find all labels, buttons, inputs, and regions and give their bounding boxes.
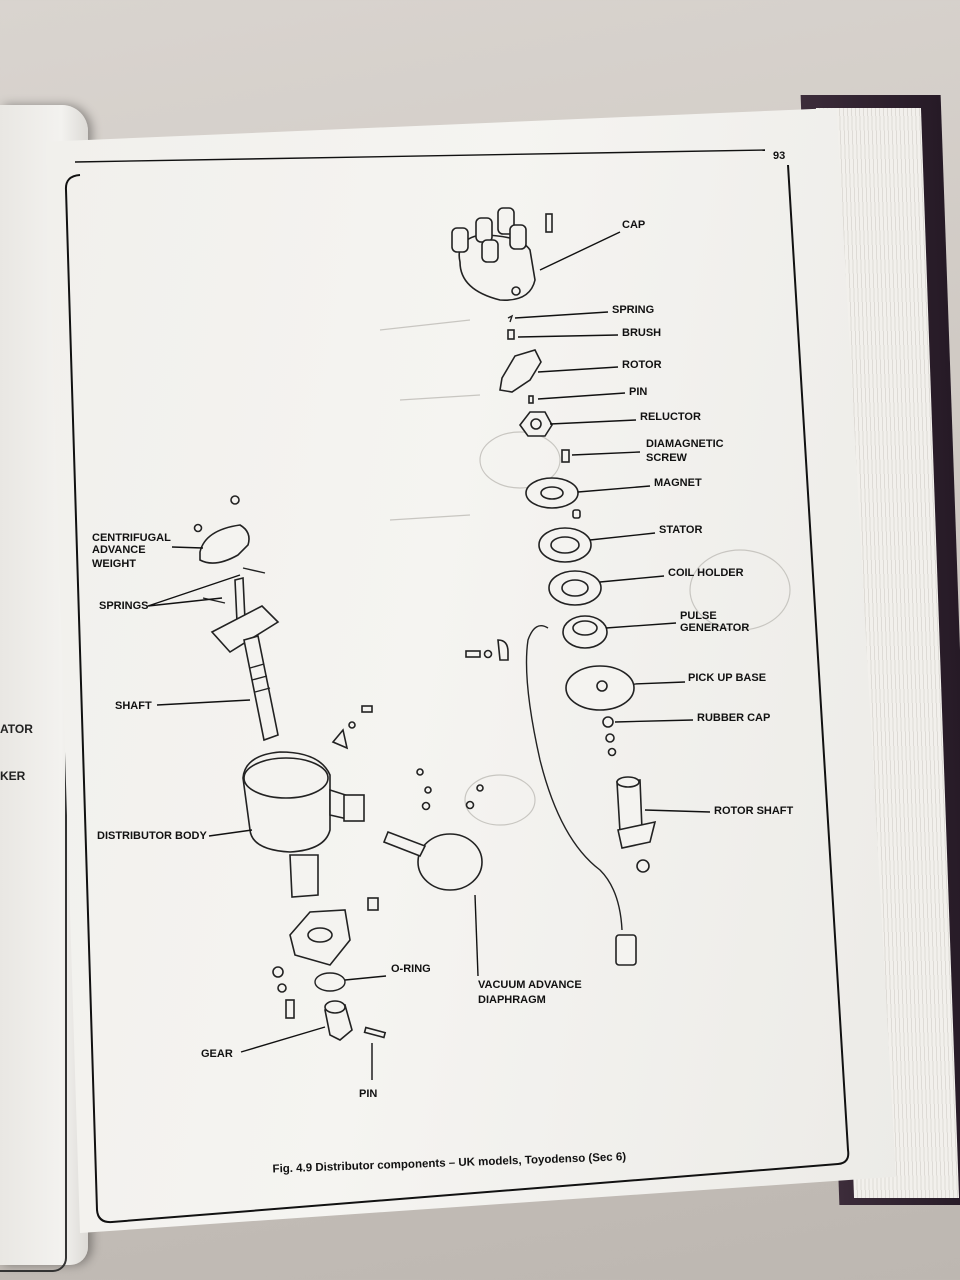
- weight-label: WEIGHT: [92, 558, 136, 570]
- pulse-generator-part: [525, 615, 637, 966]
- rotor-label: ROTOR: [622, 359, 662, 371]
- coil-holder-label: COIL HOLDER: [668, 567, 744, 579]
- springs-part: [202, 567, 266, 604]
- centrifugal-weight-part: [193, 495, 250, 564]
- generator-label: GENERATOR: [680, 622, 749, 634]
- pulse-label: PULSE: [680, 610, 717, 622]
- magnet-label: MAGNET: [654, 477, 702, 489]
- pick-up-base-part: [565, 665, 635, 711]
- leader-lines: [147, 231, 711, 1080]
- rubber-cap-part: [602, 716, 614, 728]
- centrifugal-label: CENTRIFUGAL: [92, 532, 171, 544]
- rotor-part: [499, 349, 542, 393]
- advance-label: ADVANCE: [92, 544, 146, 556]
- small-screws-part: [331, 705, 373, 822]
- diamagnetic-screw-part: [561, 449, 570, 463]
- left-page-fragment: ATOR: [0, 722, 33, 736]
- diamagnetic-label: DIAMAGNETIC: [646, 438, 724, 450]
- o-ring-part: [314, 972, 346, 992]
- stator-part: [538, 527, 592, 563]
- pin-part: [528, 395, 534, 404]
- gear-label: GEAR: [201, 1048, 233, 1060]
- rubber-cap-label: RUBBER CAP: [697, 712, 770, 724]
- screw-label: SCREW: [646, 452, 688, 464]
- reluctor-part: [519, 411, 553, 437]
- vacuum-advance-part: [382, 768, 484, 891]
- spring-part: [507, 314, 514, 323]
- vacuum-advance-label: VACUUM ADVANCE: [478, 979, 582, 991]
- pick-up-base-label: PICK UP BASE: [688, 672, 766, 684]
- cap-part: [451, 207, 553, 301]
- figure-caption: Fig. 4.9 Distributor components – UK mod…: [272, 1151, 626, 1175]
- shaft-label: SHAFT: [115, 700, 152, 712]
- brush-part: [507, 329, 515, 340]
- page-number: 93: [773, 150, 785, 162]
- magnet-part: [525, 477, 579, 509]
- gear-part: [272, 966, 353, 1041]
- book-page: [46, 108, 896, 1233]
- springs-label: SPRINGS: [99, 600, 149, 612]
- plate-part: [289, 897, 379, 966]
- small-part: [572, 509, 581, 519]
- stator-label: STATOR: [659, 524, 702, 536]
- pin-label: PIN: [629, 386, 647, 398]
- cap-label: CAP: [622, 219, 645, 231]
- bleed-through: [379, 319, 791, 826]
- coil-holder-part: [548, 570, 602, 606]
- distributor-body-label: DISTRIBUTOR BODY: [97, 830, 207, 842]
- left-page-fragment: KER: [0, 769, 26, 783]
- reluctor-label: RELUCTOR: [640, 411, 701, 423]
- spring-label: SPRING: [612, 304, 654, 316]
- figure-frame: [64, 164, 850, 1224]
- pin-bottom-part: [363, 1026, 387, 1039]
- shaft-part: [210, 576, 280, 742]
- o-ring-label: O-RING: [391, 963, 431, 975]
- pin-bottom-label: PIN: [359, 1088, 377, 1100]
- small-screws-part: [465, 639, 509, 661]
- rotor-shaft-label: ROTOR SHAFT: [714, 805, 794, 817]
- rotor-shaft-part: [605, 733, 657, 873]
- diaphragm-label: DIAPHRAGM: [478, 994, 546, 1006]
- distributor-body-part: [242, 751, 356, 898]
- brush-label: BRUSH: [622, 327, 661, 339]
- header-rule: [74, 149, 766, 163]
